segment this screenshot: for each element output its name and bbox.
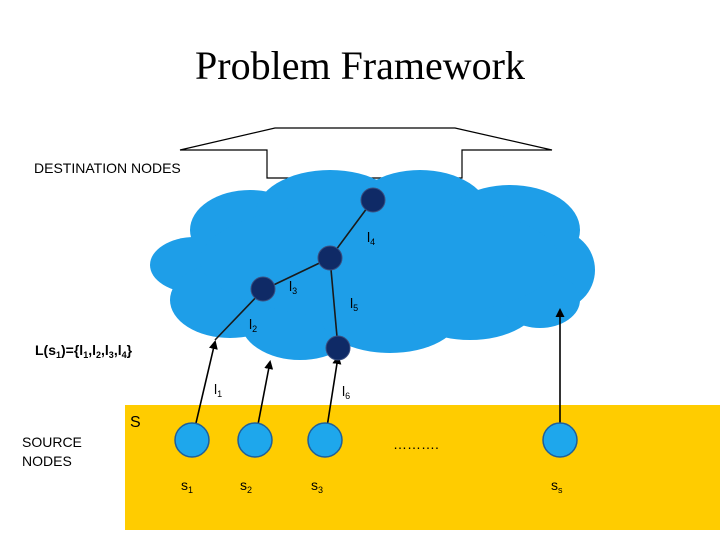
node-top bbox=[360, 187, 386, 213]
source-label-ss: ss bbox=[551, 477, 563, 495]
source-label-s3: s3 bbox=[311, 477, 324, 495]
source-region bbox=[125, 405, 720, 530]
node-mid-right bbox=[317, 245, 343, 271]
source-node-s2 bbox=[237, 422, 273, 458]
node-low bbox=[325, 335, 351, 361]
source-label-line2: NODES bbox=[22, 453, 72, 469]
link-label-l1: l1 bbox=[214, 381, 223, 399]
region-label: S bbox=[130, 414, 141, 431]
link-label-l5: l5 bbox=[350, 295, 359, 313]
destination-banner bbox=[179, 127, 553, 179]
link-label-l3: l3 bbox=[289, 278, 298, 296]
internal-nodes bbox=[250, 187, 386, 361]
source-label: SOURCE NODES bbox=[22, 433, 82, 471]
node-mid-left bbox=[250, 276, 276, 302]
link-label-l4: l4 bbox=[367, 229, 376, 247]
link-label-l2: l2 bbox=[249, 316, 258, 334]
source-label-line1: SOURCE bbox=[22, 434, 82, 450]
source-label-s2: s2 bbox=[240, 477, 253, 495]
ellipsis-label: ………. bbox=[393, 436, 439, 452]
edge-l5 bbox=[329, 257, 339, 349]
page-title: Problem Framework bbox=[195, 43, 525, 88]
source-label-s1: s1 bbox=[181, 477, 194, 495]
source-node-s3 bbox=[307, 422, 343, 458]
destination-label: DESTINATION NODES bbox=[34, 160, 181, 176]
source-node-s1 bbox=[174, 422, 210, 458]
source-node-ss bbox=[542, 422, 578, 458]
source-nodes bbox=[174, 422, 578, 458]
path-list-label: L(s1)={l1,l2,l3,l4} bbox=[35, 342, 133, 360]
link-label-l6: l6 bbox=[342, 383, 351, 401]
